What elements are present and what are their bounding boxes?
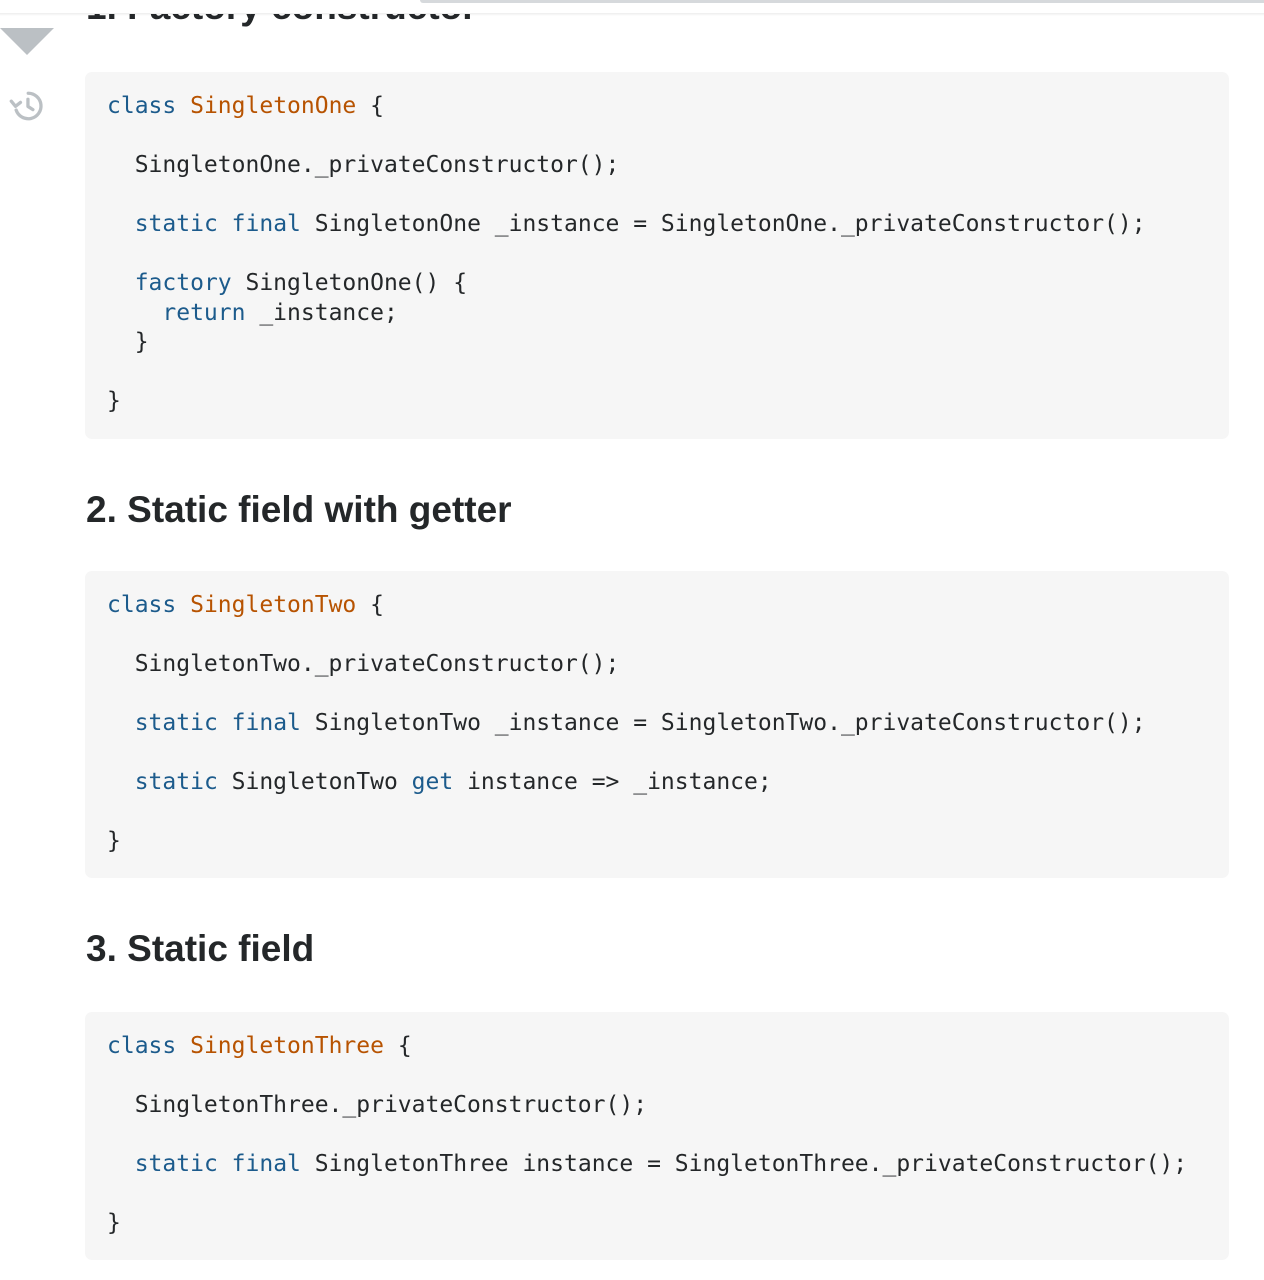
code-keyword: class	[107, 592, 177, 618]
code-keyword: static	[134, 211, 218, 237]
code-text	[218, 710, 232, 736]
triangle-down-icon[interactable]	[0, 28, 54, 55]
section-heading-static-field-getter: 2. Static field with getter	[86, 489, 512, 530]
top-bar	[0, 0, 1264, 14]
code-text	[218, 1151, 232, 1177]
code-class-name: SingletonOne	[190, 93, 357, 119]
code-text	[176, 1033, 190, 1059]
code-text	[176, 93, 190, 119]
code-line: static final SingletonTwo _instance = Si…	[107, 709, 1229, 739]
code-line: SingletonOne._privateConstructor();	[107, 151, 1229, 181]
code-text: SingletonTwo _instance = SingletonTwo._p…	[300, 710, 1146, 736]
code-text: {	[356, 592, 384, 618]
code-line: SingletonThree._privateConstructor();	[107, 1091, 1229, 1121]
code-keyword: factory	[134, 270, 232, 296]
code-text	[107, 270, 135, 296]
code-text: }	[107, 388, 121, 414]
code-text: SingletonOne() {	[231, 270, 468, 296]
code-block-singleton-three[interactable]: class SingletonThree { SingletonThree._p…	[85, 1012, 1229, 1260]
section-heading-static-field: 3. Static field	[86, 928, 315, 969]
code-text	[107, 769, 135, 795]
code-line: SingletonTwo._privateConstructor();	[107, 650, 1229, 680]
code-line	[107, 1121, 1229, 1151]
code-keyword: static	[134, 1151, 218, 1177]
code-line	[107, 358, 1229, 388]
code-line: static SingletonTwo get instance => _ins…	[107, 768, 1229, 798]
code-keyword: final	[231, 211, 301, 237]
code-text: SingletonOne _instance = SingletonOne._p…	[300, 211, 1146, 237]
code-text: {	[383, 1033, 412, 1059]
code-class-name: SingletonTwo	[190, 592, 357, 618]
code-block-singleton-two[interactable]: class SingletonTwo { SingletonTwo._priva…	[85, 571, 1229, 878]
code-keyword: class	[107, 93, 177, 119]
history-icon[interactable]	[8, 88, 44, 124]
code-text	[107, 710, 135, 736]
code-line	[107, 1062, 1229, 1092]
code-text	[107, 1151, 135, 1177]
code-text: SingletonThree instance = SingletonThree…	[300, 1151, 1188, 1177]
top-bar-shadow	[0, 13, 1264, 16]
code-line	[107, 122, 1229, 152]
code-keyword: get	[411, 769, 454, 795]
code-text	[218, 211, 232, 237]
code-line: static final SingletonThree instance = S…	[107, 1150, 1229, 1180]
code-line	[107, 798, 1229, 828]
code-line	[107, 621, 1229, 651]
code-keyword: final	[231, 1151, 301, 1177]
code-line: class SingletonTwo {	[107, 591, 1229, 621]
code-line: class SingletonOne {	[107, 92, 1229, 122]
code-text: SingletonTwo	[217, 769, 412, 795]
code-line: }	[107, 1209, 1229, 1239]
code-keyword: final	[231, 710, 301, 736]
code-line: factory SingletonOne() {	[107, 269, 1229, 299]
code-line: }	[107, 827, 1229, 857]
code-text	[107, 211, 135, 237]
code-keyword: class	[107, 1033, 177, 1059]
code-line	[107, 181, 1229, 211]
code-keyword: static	[134, 769, 218, 795]
code-text: _instance;	[245, 299, 398, 326]
code-text: }	[107, 1210, 121, 1236]
code-keyword: return	[162, 299, 246, 326]
code-text: }	[107, 828, 121, 854]
code-text: SingletonOne._privateConstructor();	[107, 152, 620, 178]
code-text: {	[356, 93, 384, 119]
code-line	[107, 1180, 1229, 1210]
code-line: static final SingletonOne _instance = Si…	[107, 210, 1229, 240]
code-line	[107, 240, 1229, 270]
vote-rail	[0, 0, 60, 1280]
code-line	[107, 739, 1229, 769]
code-line	[107, 680, 1229, 710]
code-text: instance => _instance;	[453, 769, 772, 795]
code-text: SingletonTwo._privateConstructor();	[107, 651, 620, 677]
code-text: }	[107, 329, 149, 355]
code-line: class SingletonThree {	[107, 1032, 1229, 1062]
code-line: }	[107, 328, 1229, 358]
top-bar-edge	[420, 0, 1264, 3]
code-block-singleton-one[interactable]: class SingletonOne { SingletonOne._priva…	[85, 72, 1229, 439]
code-text	[176, 592, 190, 618]
code-class-name: SingletonThree	[190, 1033, 384, 1059]
code-text	[107, 300, 162, 326]
code-text: SingletonThree._privateConstructor();	[107, 1092, 648, 1118]
code-line: }	[107, 387, 1229, 417]
code-line: return _instance;	[107, 299, 1229, 329]
code-keyword: static	[134, 710, 218, 736]
